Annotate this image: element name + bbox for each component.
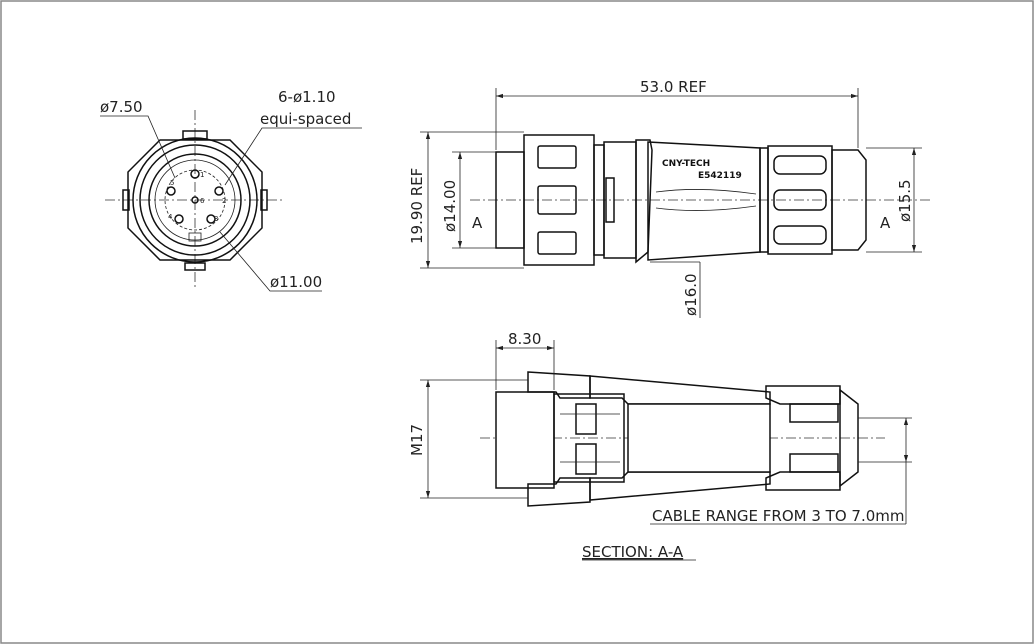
pin-2: [214, 186, 224, 196]
pin-label-1: 1: [200, 171, 204, 179]
pin-3: [206, 214, 216, 224]
pin-label-2: 2: [222, 197, 226, 205]
pin-count-dia-label: 6-ø1.10: [278, 88, 336, 106]
section-view: 8.30 M17 CABLE RANGE FROM 3 TO 7.0mm SEC…: [408, 330, 912, 561]
body-dia-label: ø16.0: [682, 273, 700, 316]
cert-number-text: E542119: [698, 171, 742, 181]
thread-label: M17: [408, 424, 426, 456]
section-marker-left: A: [472, 214, 483, 232]
section-marker-right: A: [880, 214, 891, 232]
front-view: 1 2 3 4 5 6 ø7.50 6-ø1.10 equi-spaced ø1…: [100, 88, 362, 292]
front-dia-label: ø14.00: [441, 180, 459, 232]
pin-5: [166, 186, 176, 196]
pin-label-6: 6: [200, 197, 205, 205]
cable-range-label: CABLE RANGE FROM 3 TO 7.0mm: [652, 507, 905, 525]
outer-dia-label: ø11.00: [270, 273, 322, 291]
section-title: SECTION: A-A: [582, 543, 684, 561]
pin-1: [190, 169, 200, 179]
brand-logo-text: CNY-TECH: [662, 159, 710, 169]
pin-4: [174, 214, 184, 224]
pin-label-3: 3: [214, 215, 218, 223]
pin-label-5: 5: [170, 179, 174, 187]
pin-label-4: 4: [168, 213, 173, 221]
pin-6: [191, 196, 199, 204]
pin-circle-dia-label: ø7.50: [100, 98, 143, 116]
pin-spacing-label: equi-spaced: [260, 110, 351, 128]
nut-dia-label: ø15.5: [896, 179, 914, 222]
side-view: CNY-TECH E542119 A A 53.0 REF 19.90 REF …: [408, 78, 930, 318]
thread-length-label: 8.30: [508, 330, 541, 348]
overall-length-label: 53.0 REF: [640, 78, 707, 96]
body-height-label: 19.90 REF: [408, 168, 426, 244]
